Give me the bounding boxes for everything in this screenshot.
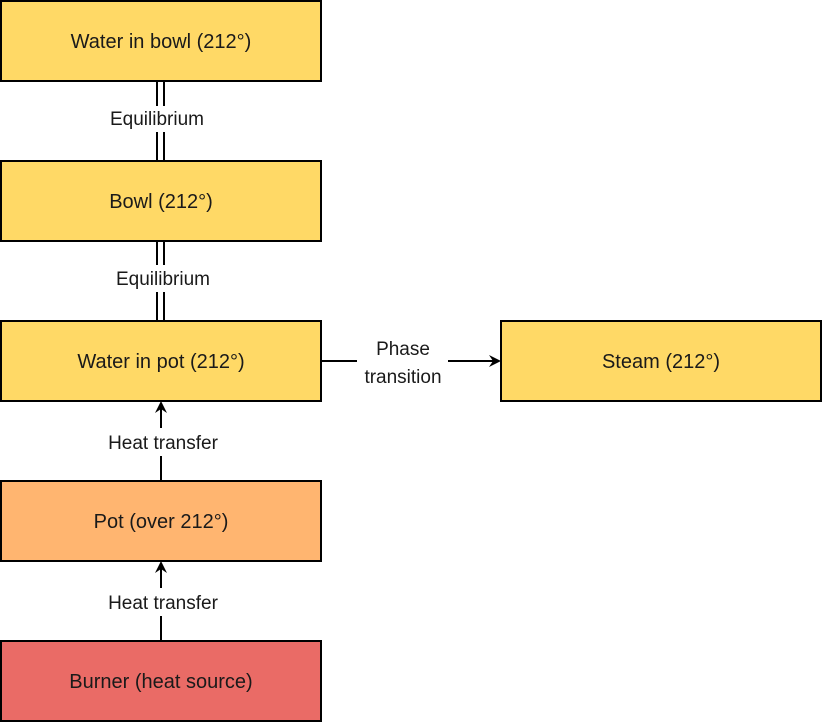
edge-equilibrium-pot: Equilibrium <box>116 241 210 321</box>
edge-label-line-1: Phase <box>376 339 430 360</box>
node-label: Steam (212°) <box>602 351 720 373</box>
node-label: Water in pot (212°) <box>77 351 244 373</box>
edge-label: Equilibrium <box>116 269 210 290</box>
node-pot: Pot (over 212°) <box>0 480 322 562</box>
node-water-in-bowl: Water in bowl (212°) <box>0 0 322 82</box>
node-label: Burner (heat source) <box>69 671 252 693</box>
edge-phase-transition: Phase transition <box>321 339 501 388</box>
edge-heat-transfer-burner: Heat transfer <box>108 561 219 641</box>
edge-label: Heat transfer <box>108 593 218 614</box>
edge-label: Heat transfer <box>108 433 218 454</box>
edge-heat-transfer-pot: Heat transfer <box>108 401 219 481</box>
edge-label: Equilibrium <box>110 109 204 130</box>
edge-label-line-2: transition <box>364 367 441 388</box>
node-label: Water in bowl (212°) <box>71 31 252 53</box>
node-steam: Steam (212°) <box>500 320 822 402</box>
node-burner: Burner (heat source) <box>0 640 322 722</box>
node-label: Bowl (212°) <box>109 191 213 213</box>
node-label: Pot (over 212°) <box>94 511 229 533</box>
node-bowl: Bowl (212°) <box>0 160 322 242</box>
node-water-in-pot: Water in pot (212°) <box>0 320 322 402</box>
edge-equilibrium-bowl: Equilibrium <box>110 81 204 161</box>
